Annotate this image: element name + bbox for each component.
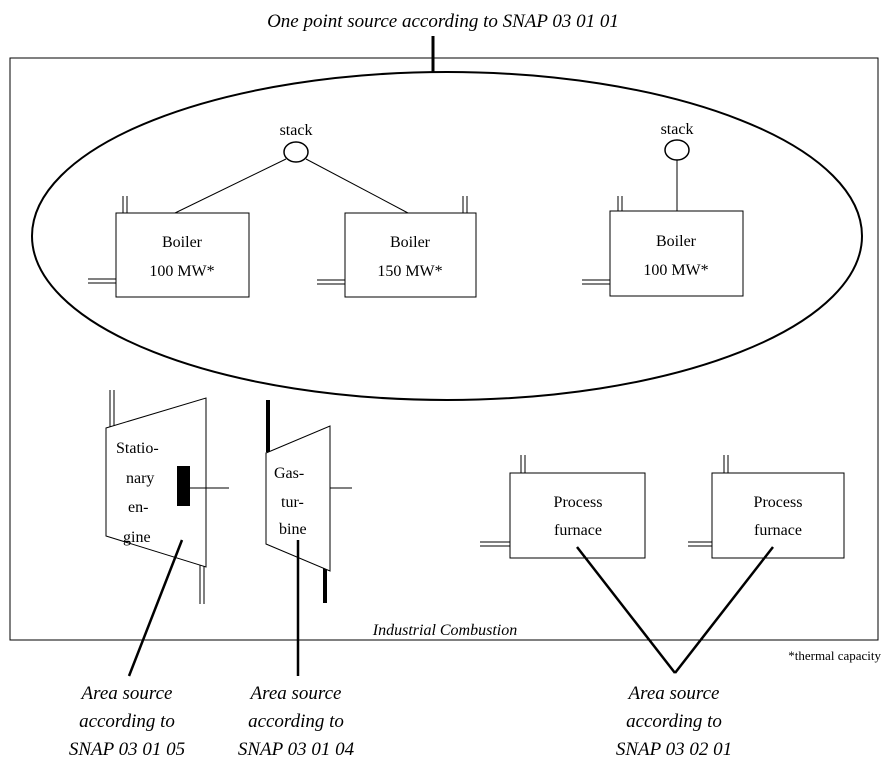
area-source-2-line-3: SNAP 03 01 04 [238, 739, 355, 760]
industrial-frame [9, 57, 879, 641]
top-caption: One point source according to SNAP 03 01… [267, 11, 619, 32]
turbine-label-line-2: tur- [281, 494, 304, 511]
boiler-1-name: Boiler [162, 234, 203, 251]
stack-pipe-1a [174, 158, 287, 214]
area-source-2-line-1: Area source [249, 683, 342, 704]
gas-turbine-shape [265, 425, 331, 572]
footnote: *thermal capacity [788, 648, 881, 663]
furnace-1-line-1: Process [554, 494, 603, 511]
boiler-2-capacity: 150 MW* [377, 263, 442, 280]
boiler-3-box [609, 210, 744, 297]
area-source-3-line-3: SNAP 03 02 01 [616, 739, 732, 760]
furnace-2-connector [674, 546, 774, 674]
turbine-label-line-3: bine [279, 521, 307, 538]
engine-connector [127, 539, 184, 677]
area-source-3-line-2: according to [626, 711, 722, 732]
engine-label-line-4: gine [123, 529, 151, 546]
furnace-1-connector [576, 546, 676, 674]
furnace-2-box [711, 472, 845, 559]
furnace-2-line-1: Process [754, 494, 803, 511]
area-source-2-line-2: according to [248, 711, 344, 732]
boiler-1-box [115, 212, 250, 298]
engine-label-line-1: Statio- [116, 440, 159, 457]
furnace-1-box [509, 472, 646, 559]
boiler-3-name: Boiler [656, 233, 697, 250]
furnace-2-line-2: furnace [754, 522, 802, 539]
boiler-3-capacity: 100 MW* [643, 262, 708, 279]
engine-label-line-3: en- [128, 499, 148, 516]
stack-pipe-1b [305, 158, 409, 214]
stack-label-1: stack [280, 122, 313, 139]
area-source-3-line-1: Area source [627, 683, 720, 704]
frame-label: Industrial Combustion [372, 622, 517, 639]
turbine-label-line-1: Gas- [274, 465, 304, 482]
stack-label-2: stack [661, 121, 694, 138]
engine-label-line-2: nary [126, 470, 154, 487]
area-source-1-line-1: Area source [80, 683, 173, 704]
area-source-1-line-2: according to [79, 711, 175, 732]
boiler-1-capacity: 100 MW* [149, 263, 214, 280]
stationary-engine-shape [105, 397, 207, 568]
stack-icon-1 [283, 141, 309, 163]
boiler-2-name: Boiler [390, 234, 431, 251]
furnace-1-line-2: furnace [554, 522, 602, 539]
stack-icon-2 [664, 139, 690, 161]
area-source-1-line-3: SNAP 03 01 05 [69, 739, 185, 760]
engine-shaft-block [177, 466, 190, 506]
boiler-2-box [344, 212, 477, 298]
point-source-ellipse [31, 71, 863, 401]
